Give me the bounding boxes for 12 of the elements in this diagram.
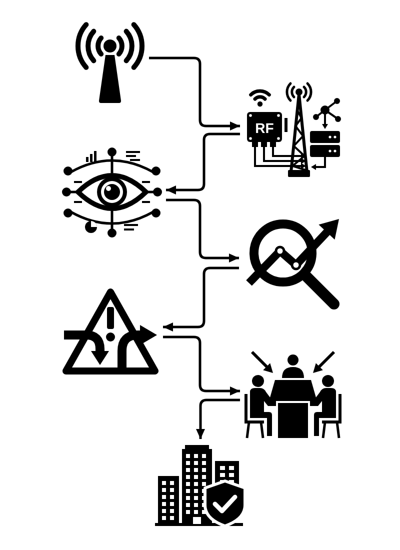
arrow (166, 198, 239, 262)
eye-network-icon (62, 145, 162, 240)
arrow (163, 266, 239, 332)
arrow (149, 56, 240, 130)
meeting-table-icon (244, 350, 342, 440)
antenna-icon (75, 22, 145, 103)
arrow (166, 132, 240, 194)
warning-arrows-icon (62, 287, 159, 376)
module-label: RF (255, 120, 274, 134)
arrow (163, 336, 240, 396)
radio-tower-server-icon (244, 80, 342, 178)
arrow (196, 398, 240, 439)
